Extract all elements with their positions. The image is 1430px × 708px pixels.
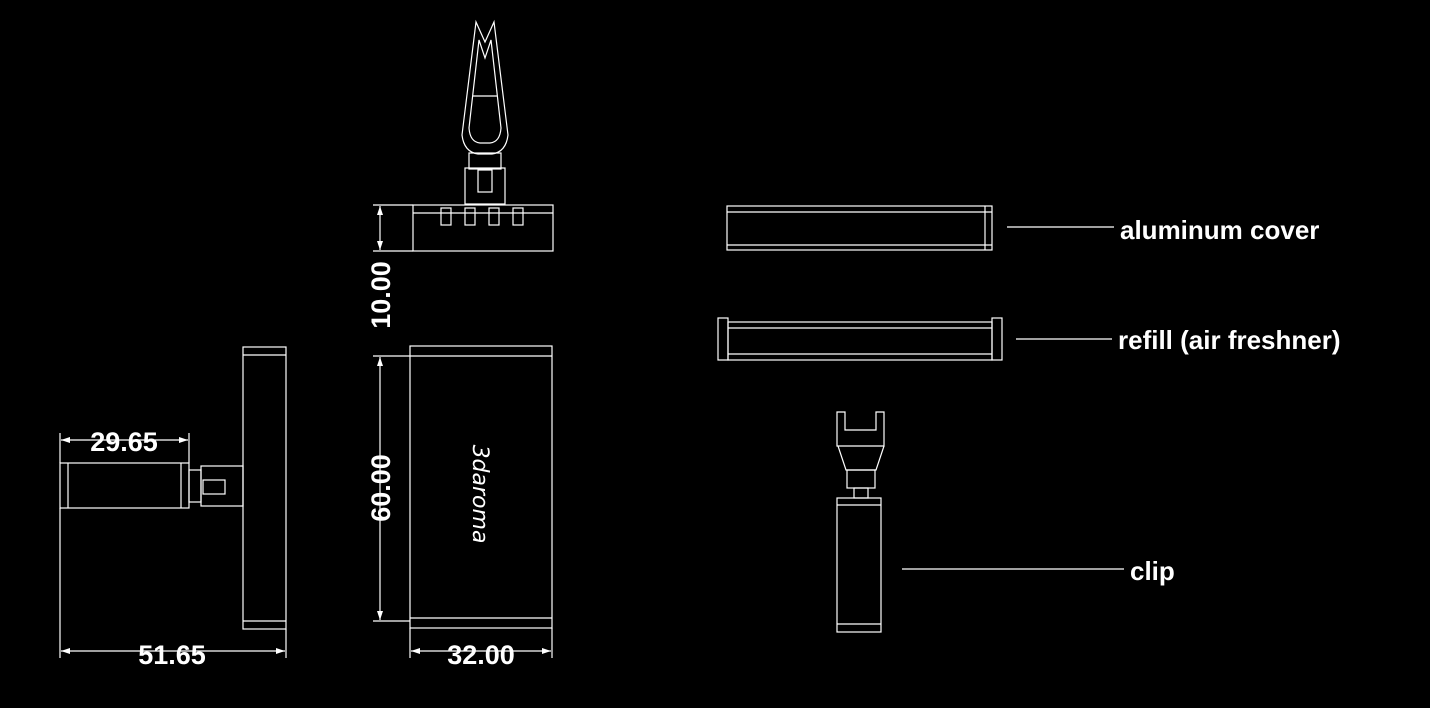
slot (512, 207, 524, 226)
label-aluminum-cover: aluminum cover (1120, 215, 1319, 245)
refill-shape (727, 321, 993, 361)
clip-mount (464, 167, 506, 205)
clip-part: clip (836, 411, 1175, 633)
brand-logo-text: 3daroma (467, 445, 492, 544)
clip-fork-top (836, 411, 885, 447)
dim-total-width: 51.65 (138, 640, 206, 670)
dim-body-height: 60.00 (366, 454, 396, 522)
refill-part: refill (air freshner) (717, 317, 1341, 361)
front-view: 3daroma 60.00 32.00 (366, 345, 553, 670)
clip-joint (468, 152, 502, 170)
label-refill: refill (air freshner) (1118, 325, 1341, 355)
top-view-body (412, 204, 554, 252)
fork-clip-outer (461, 19, 509, 155)
label-clip: clip (1130, 556, 1175, 586)
fork-clip-inner (468, 39, 502, 144)
dim-body-width: 32.00 (447, 640, 515, 670)
clip-body-shape (836, 497, 882, 633)
slot (464, 207, 476, 226)
slot (440, 207, 452, 226)
side-connector (200, 465, 244, 507)
clip-mount-inner (477, 169, 493, 193)
dim-cover-thickness: 10.00 (366, 261, 396, 329)
aluminum-cover-part: aluminum cover (726, 205, 1319, 251)
slot (488, 207, 500, 226)
top-view: 10.00 (366, 19, 554, 329)
side-view: 29.65 51.65 (59, 346, 287, 670)
side-clip-body (59, 462, 190, 509)
side-plate (242, 346, 287, 630)
front-body (409, 345, 553, 629)
dim-clip-length: 29.65 (90, 427, 158, 457)
aluminum-cover-shape (726, 205, 993, 251)
